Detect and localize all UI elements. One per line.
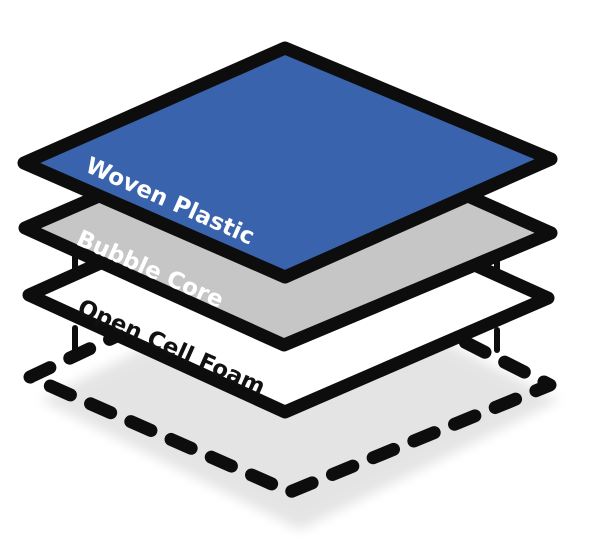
layer-woven-plastic-panel (17, 41, 558, 284)
layer-woven-plastic: Woven Plastic (17, 41, 558, 284)
